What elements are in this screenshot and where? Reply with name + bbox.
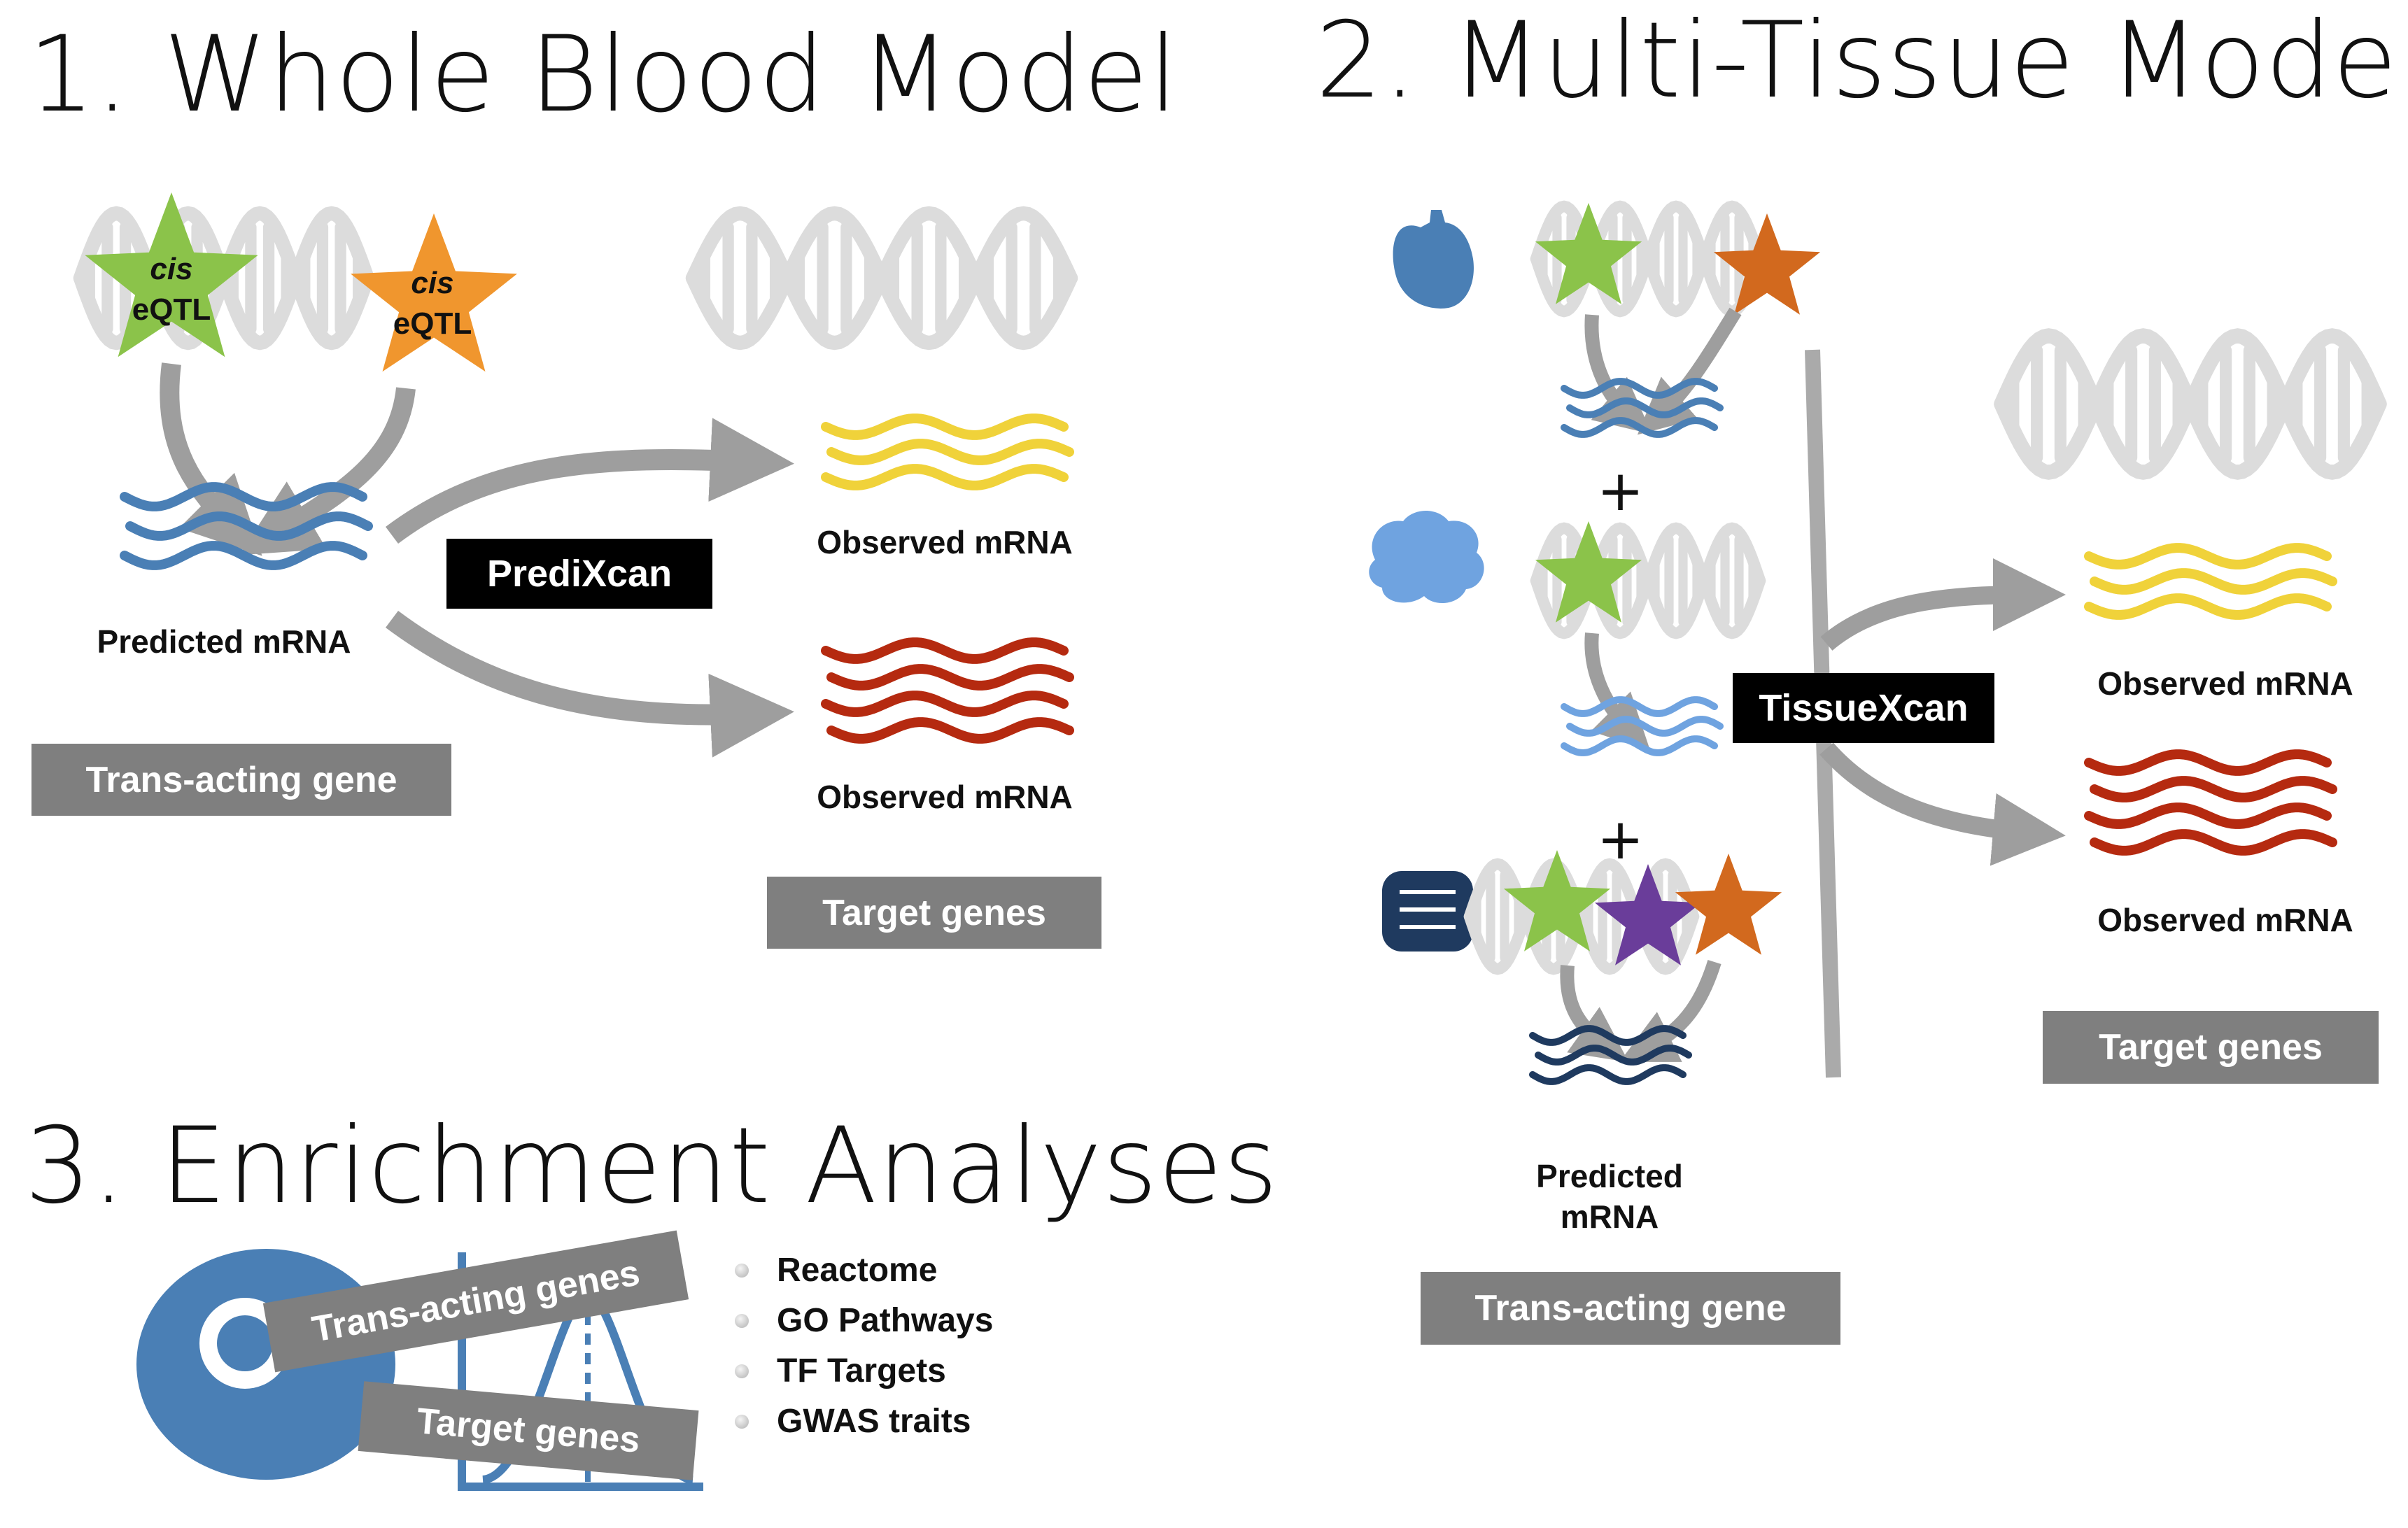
bullet-text-reactome: Reactome: [777, 1252, 938, 1289]
cis-label-orange: cis: [411, 266, 454, 300]
bullet-icon: [735, 1264, 749, 1278]
star-green-heart: [1535, 203, 1642, 304]
cell-icon: [136, 1249, 395, 1480]
list-item: GO Pathways: [735, 1296, 993, 1346]
arrow-to-observed-yellow-2: [1820, 558, 2066, 651]
predicted-mrna-brain: [1561, 696, 1724, 756]
bullet-text-gwas-traits: GWAS traits: [777, 1403, 971, 1440]
intestine-icon: [1382, 871, 1473, 952]
list-item: TF Targets: [735, 1346, 993, 1396]
predicted-label-line1: Predicted: [1536, 1158, 1683, 1194]
cis-eqtl-star-orange: [351, 213, 517, 372]
star-orange-heart: [1713, 213, 1821, 315]
observed-mrna-label-2: Observed mRNA: [817, 779, 1073, 815]
arrow-orange-to-predicted: [239, 387, 416, 556]
tissuexcan-box: TissueXcan: [1733, 673, 1994, 743]
bullet-text-go-pathways: GO Pathways: [777, 1302, 994, 1339]
predicted-label-line2: mRNA: [1560, 1198, 1659, 1235]
trans-acting-gene-box-1: Trans-acting gene: [31, 744, 451, 816]
eqtl-label-orange: eQTL: [393, 306, 472, 341]
enrichment-list: Reactome GO Pathways TF Targets GWAS tra…: [735, 1245, 993, 1447]
arrow-to-observed-red-2: [1819, 742, 2066, 866]
arrow-heart-green: [1584, 314, 1652, 434]
bullet-icon: [735, 1314, 749, 1328]
cis-label-green: cis: [150, 252, 193, 286]
bullet-icon: [735, 1364, 749, 1378]
observed-mrna-yellow-1: [821, 413, 1074, 490]
bullet-icon: [735, 1415, 749, 1429]
star-orange-gut: [1675, 854, 1782, 955]
observed-mrna-yellow-2: [2084, 543, 2337, 620]
predicted-mrna-gut: [1529, 1025, 1692, 1085]
observed-mrna-label-1: Observed mRNA: [817, 524, 1073, 560]
star-purple-gut: [1594, 864, 1702, 965]
target-genes-box-1: Target genes: [767, 877, 1101, 949]
plus-sign-1: +: [1597, 458, 1645, 523]
arrow-to-observed-yellow: [386, 418, 794, 544]
heart-icon: [1393, 210, 1474, 309]
observed-mrna-label-3: Observed mRNA: [2097, 665, 2353, 702]
observed-mrna-red-1: [821, 637, 1074, 744]
eqtl-label-green: eQTL: [132, 292, 211, 327]
dna-helix-2: [685, 206, 1078, 351]
predicted-mrna-blue: [120, 482, 373, 570]
panel3-title: 3. Enrichment Analyses: [24, 1105, 1279, 1227]
arrow-gut-orange: [1619, 960, 1721, 1062]
predicted-mrna-label: Predicted mRNA: [97, 623, 351, 660]
list-item: Reactome: [735, 1245, 993, 1296]
arrow-heart-orange: [1637, 307, 1742, 435]
observed-mrna-red-2: [2084, 749, 2337, 856]
arrow-to-observed-red: [386, 610, 794, 758]
list-item: GWAS traits: [735, 1396, 993, 1447]
predicted-mrna-heart: [1561, 378, 1724, 438]
trans-acting-gene-box-2: Trans-acting gene: [1421, 1272, 1840, 1345]
star-green-gut: [1503, 850, 1611, 952]
dna-helix-3: [1530, 200, 1766, 318]
cis-eqtl-star-green: [85, 192, 258, 358]
dna-helix-6: [1994, 328, 2387, 480]
plus-sign-2: +: [1597, 807, 1645, 872]
panel2-title: 2. Multi-Tissue Model: [1316, 0, 2408, 122]
star-green-brain: [1535, 521, 1642, 623]
bullet-text-tf-targets: TF Targets: [777, 1352, 946, 1389]
target-genes-box-2: Target genes: [2043, 1011, 2379, 1084]
predixcan-box: PrediXcan: [446, 539, 712, 609]
panel1-title: 1. Whole Blood Model: [28, 14, 1179, 136]
arrow-gut-green: [1560, 965, 1629, 1063]
observed-mrna-label-4: Observed mRNA: [2097, 902, 2353, 938]
brain-icon: [1369, 511, 1484, 604]
